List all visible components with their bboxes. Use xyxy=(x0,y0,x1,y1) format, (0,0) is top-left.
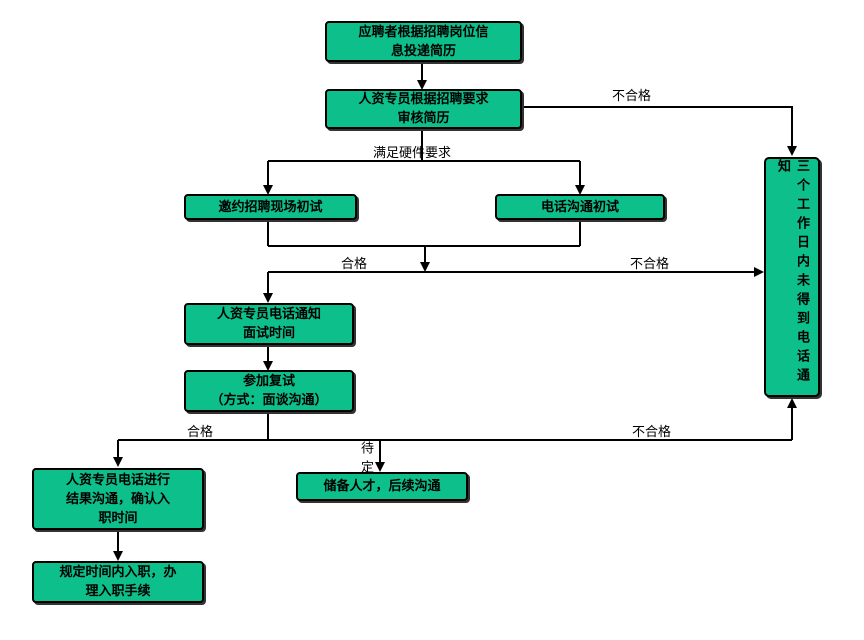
node-onboard: 规定时间内入职，办 理入职手续 xyxy=(32,561,204,603)
node-notify-interview: 人资专员电话通知 面试时间 xyxy=(184,303,354,345)
label-fail-2: 不合格 xyxy=(630,257,670,272)
node-reexam: 参加复试 （方式：面谈沟通） xyxy=(184,370,354,412)
node-submit-resume: 应聘者根据招聘岗位信 息投递简历 xyxy=(325,21,522,62)
node-hr-review: 人资专员根据招聘要求 审核简历 xyxy=(325,89,522,129)
label-pass-1: 合格 xyxy=(341,257,368,272)
arrow-review-fail xyxy=(524,106,797,156)
node-reserve: 储备人才，后续沟通 xyxy=(296,472,468,501)
node-onsite-interview: 邀约招聘现场初试 xyxy=(184,194,357,220)
label-pending: 待定 xyxy=(358,441,373,479)
node-phone-interview: 电话沟通初试 xyxy=(495,194,665,220)
label-fail-1: 不合格 xyxy=(612,89,652,104)
node-result-confirm: 人资专员电话进行 结果沟通，确认入 职时间 xyxy=(32,468,204,530)
node-no-notice: 三个工作日内未得到电话通知 xyxy=(764,157,820,397)
label-meets-requirements: 满足硬件要求 xyxy=(373,146,452,161)
label-pass-2: 合格 xyxy=(187,425,214,440)
label-fail-3: 不合格 xyxy=(632,425,672,440)
